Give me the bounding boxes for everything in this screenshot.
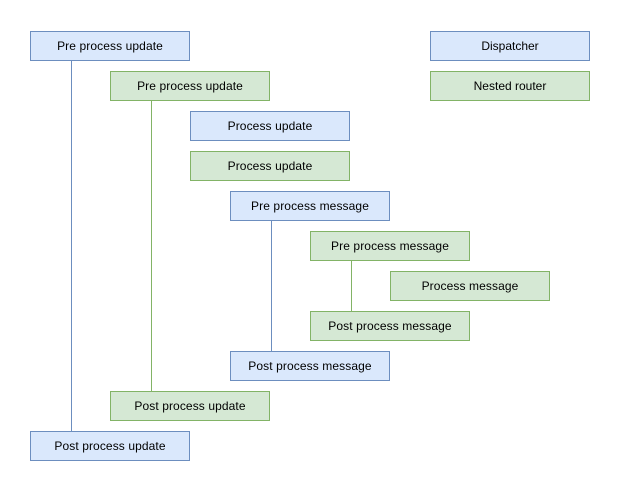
flow-node[interactable]: Process update	[190, 111, 350, 141]
flow-connector	[151, 100, 152, 391]
flow-node[interactable]: Post process message	[230, 351, 390, 381]
flow-connector	[271, 220, 272, 351]
flow-node[interactable]: Post process update	[30, 431, 190, 461]
flow-connector	[71, 60, 72, 431]
flow-node[interactable]: Pre process update	[30, 31, 190, 61]
legend-item[interactable]: Dispatcher	[430, 31, 590, 61]
flow-node[interactable]: Post process message	[310, 311, 470, 341]
flow-node[interactable]: Process message	[390, 271, 550, 301]
flow-node[interactable]: Pre process message	[230, 191, 390, 221]
flow-node[interactable]: Process update	[190, 151, 350, 181]
flow-node[interactable]: Pre process message	[310, 231, 470, 261]
flow-connector	[351, 260, 352, 311]
flow-node[interactable]: Pre process update	[110, 71, 270, 101]
legend-item[interactable]: Nested router	[430, 71, 590, 101]
flow-node[interactable]: Post process update	[110, 391, 270, 421]
